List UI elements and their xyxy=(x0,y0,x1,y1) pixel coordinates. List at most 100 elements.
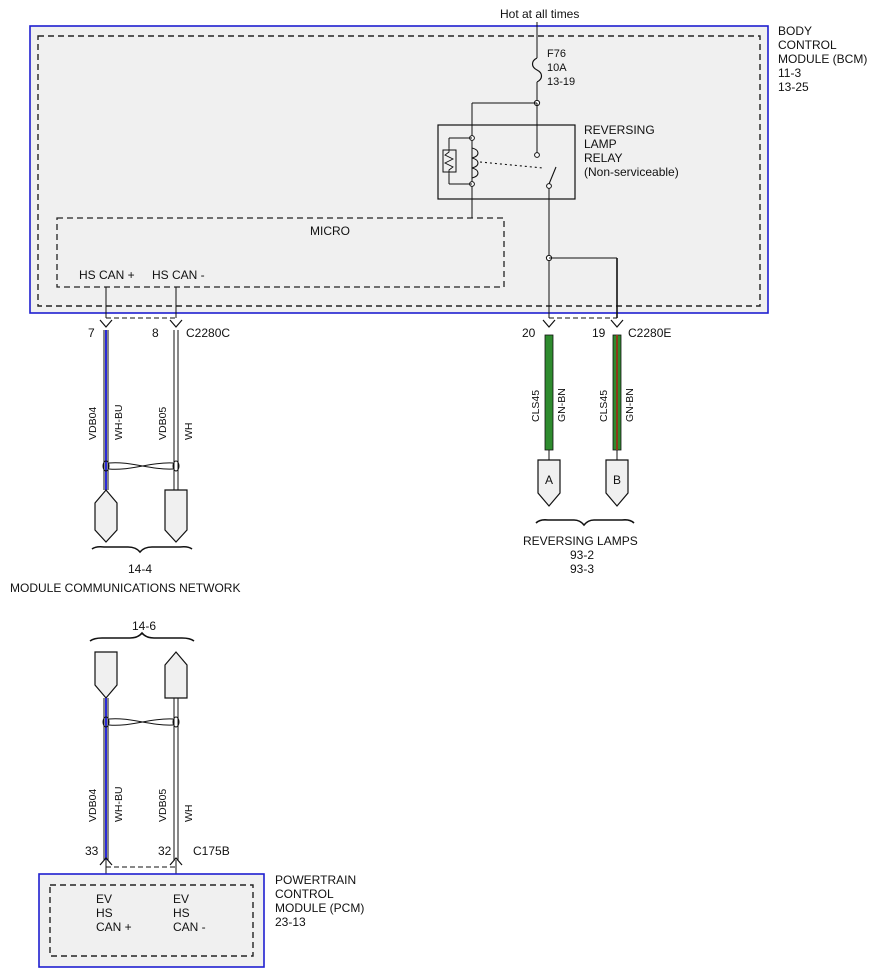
c2280e-pin-20: 20 xyxy=(522,326,536,340)
relay-label-4: (Non-serviceable) xyxy=(584,165,679,179)
reversing-lamps-ref-2: 93-3 xyxy=(570,562,594,576)
bcm-name-line-1: BODY xyxy=(778,24,812,38)
network-terminal-top-right xyxy=(164,489,188,543)
reversing-lamps-label: REVERSING LAMPS xyxy=(523,534,638,548)
can-minus-bottom-circuit: VDB05 xyxy=(157,789,169,822)
bcm-name-line-3: MODULE (BCM) xyxy=(778,52,867,66)
fuse-id: F76 xyxy=(547,48,566,60)
lamp-a-color: GN-BN xyxy=(556,388,568,422)
twist-bottom-left-loop xyxy=(102,716,110,728)
bcm-module: BODY CONTROL MODULE (BCM) 11-3 13-25 xyxy=(29,24,867,314)
terminal-a-label: A xyxy=(545,473,553,487)
can-minus-top-color: WH xyxy=(183,423,195,441)
reversing-lamps-ref-1: 93-2 xyxy=(570,548,594,562)
pcm-name-line-3: MODULE (PCM) xyxy=(275,901,364,915)
pcm-outer-border xyxy=(38,873,265,968)
terminal-a-shape xyxy=(537,459,561,507)
connector-c2280e: 20 19 C2280E xyxy=(522,317,671,340)
can-plus-top-circuit: VDB04 xyxy=(87,407,99,440)
twist-top-left-loop xyxy=(102,460,110,472)
lamp-a-circuit: CLS45 xyxy=(530,390,542,422)
relay-coil xyxy=(471,147,479,179)
pcm-pin-b-line-2: HS xyxy=(173,906,190,920)
bcm-name-line-4: 11-3 xyxy=(778,66,801,80)
bcm-name-line-2: CONTROL xyxy=(778,38,837,52)
can-plus-top-color: WH-BU xyxy=(113,404,125,440)
twist-top-right-loop xyxy=(172,460,180,472)
c2280c-pin-7: 7 xyxy=(88,326,95,340)
network-bottom-ref: 14-6 xyxy=(132,619,156,633)
network-top-ref: 14-4 xyxy=(128,562,152,576)
micro-pin-can-plus: HS CAN + xyxy=(79,268,135,282)
fuse-ref: 13-19 xyxy=(547,76,575,88)
relay-box xyxy=(437,124,576,200)
c2280c-pin-8: 8 xyxy=(152,326,159,340)
relay-contact-bottom xyxy=(546,183,552,189)
pcm-name-line-4: 23-13 xyxy=(275,915,306,929)
terminal-b-shape xyxy=(605,459,629,507)
pcm-pin-a-line-3: CAN + xyxy=(96,920,132,934)
can-minus-top-circuit: VDB05 xyxy=(157,407,169,440)
can-plus-bottom-color: WH-BU xyxy=(113,786,125,822)
pcm-module: EV HS CAN + EV HS CAN - POWERTRAIN CONTR… xyxy=(38,873,364,968)
twisted-pair-bottom xyxy=(102,716,180,728)
pcm-name-line-2: CONTROL xyxy=(275,887,334,901)
relay-contact-top xyxy=(534,152,540,158)
terminal-b-label: B xyxy=(613,473,621,487)
power-label: Hot at all times xyxy=(500,7,579,21)
connector-c2280c: 7 8 C2280C xyxy=(88,317,230,340)
c2280c-pin-7-arrow xyxy=(99,319,113,328)
c2280e-pin-19: 19 xyxy=(592,326,606,340)
twist-bottom-line-1 xyxy=(108,718,174,726)
pcm-pin-a-line-2: HS xyxy=(96,906,113,920)
pcm-inner-dashed-border xyxy=(49,884,254,957)
c2280c-pin-8-arrow xyxy=(169,319,183,328)
c175b-pin-32: 32 xyxy=(158,844,172,858)
micro-pin-can-minus: HS CAN - xyxy=(152,268,205,282)
can-plus-bottom-circuit: VDB04 xyxy=(87,789,99,822)
twisted-pair-top xyxy=(102,460,180,472)
c175b-pin-32-arrow xyxy=(169,857,183,866)
c2280e-id: C2280E xyxy=(628,326,671,340)
c175b-pin-33-arrow xyxy=(99,857,113,866)
relay-label-1: REVERSING xyxy=(584,123,655,137)
fuse-rating: 10A xyxy=(547,62,567,74)
twist-bottom-line-2 xyxy=(108,718,174,726)
lamp-b-color: GN-BN xyxy=(624,388,636,422)
relay-label-2: LAMP xyxy=(584,137,617,151)
micro-label: MICRO xyxy=(310,224,350,238)
pcm-pin-b-line-3: CAN - xyxy=(173,920,206,934)
pcm-pin-a-line-1: EV xyxy=(96,892,112,906)
reversing-lamp-terminal-a: A xyxy=(537,459,561,507)
lamp-a-wire xyxy=(544,334,554,460)
twist-bottom-right-loop xyxy=(172,716,180,728)
network-brace-bottom xyxy=(89,631,195,642)
micro-dashed-box xyxy=(56,217,505,288)
network-top-label: MODULE COMMUNICATIONS NETWORK xyxy=(10,581,240,595)
network-brace-top xyxy=(91,545,193,554)
c175b-pin-33: 33 xyxy=(85,844,99,858)
reversing-lamp-terminal-b: B xyxy=(605,459,629,507)
reversing-lamps-brace xyxy=(535,519,635,527)
lamp-b-circuit: CLS45 xyxy=(598,390,610,422)
lamp-a-wire-body xyxy=(544,334,554,451)
fuse-symbol xyxy=(531,57,543,83)
can-plus-wire-top xyxy=(103,330,109,490)
fuse-f76: F76 10A 13-19 xyxy=(531,48,575,88)
network-terminal-bottom-right xyxy=(164,651,188,699)
twist-top-line-1 xyxy=(108,462,174,470)
can-minus-wire-bottom xyxy=(173,698,179,860)
can-minus-wire-top xyxy=(173,330,179,490)
pcm-pin-b-line-1: EV xyxy=(173,892,189,906)
relay-resistor-zigzag xyxy=(443,148,455,174)
c2280e-pin-19-arrow xyxy=(610,319,624,328)
bcm-outer-border xyxy=(29,25,769,314)
lamp-b-wire xyxy=(612,334,622,460)
network-terminal-top-left xyxy=(94,489,118,543)
relay-switch-arm xyxy=(548,166,557,185)
pcm-name-line-1: POWERTRAIN xyxy=(275,873,356,887)
can-minus-bottom-color: WH xyxy=(183,805,195,823)
c2280e-pin-20-arrow xyxy=(542,319,556,328)
c2280c-id: C2280C xyxy=(186,326,230,340)
reversing-lamp-relay: REVERSING LAMP RELAY (Non-serviceable) xyxy=(437,103,679,218)
